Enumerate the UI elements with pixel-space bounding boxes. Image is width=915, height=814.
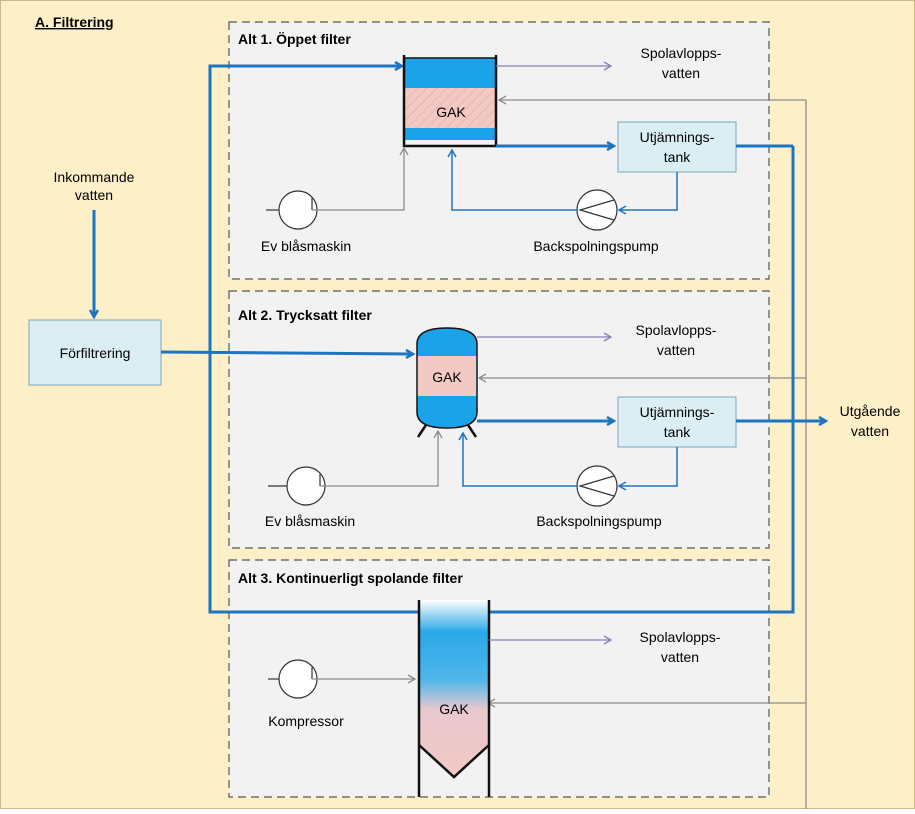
outlet-collector <box>480 146 795 614</box>
alt1-tank-line1: Utjämnings- <box>640 129 715 145</box>
prefilter-box <box>28 319 162 386</box>
inlet-label-line1: Inkommande <box>54 169 135 185</box>
alt2-tank-line2: tank <box>664 424 691 440</box>
alt2-backwash-line2: vatten <box>657 342 695 358</box>
feed-to-alt2 <box>160 352 412 354</box>
alt3-gak-label: GAK <box>439 701 469 717</box>
alt1-backwash-line1: Spolavlopps- <box>641 45 722 61</box>
alt2-backwash-pump-icon <box>576 465 618 507</box>
alt2-pump-to-filter <box>458 431 577 487</box>
alt2-title: Alt 2. Trycksatt filter <box>238 307 372 323</box>
alt1-pump-to-filter <box>447 148 577 211</box>
alt1-equalization-tank <box>617 121 737 173</box>
alt2-backwash-line1: Spolavlopps- <box>636 322 717 338</box>
alt1-blower-label: Ev blåsmaskin <box>261 238 351 254</box>
alt2-pressure-filter <box>416 327 478 438</box>
feed-to-alt1 <box>208 66 401 352</box>
alt1-title: Alt 1. Öppet filter <box>238 31 351 47</box>
panel-title: A. Filtrering <box>35 14 114 30</box>
alt1-gak-label: GAK <box>436 104 466 120</box>
alt2-blower-icon <box>286 466 326 506</box>
alt3-compressor-label: Kompressor <box>268 713 344 729</box>
alt1-air-line <box>312 146 409 211</box>
alt2-gak-label: GAK <box>432 369 462 385</box>
alt1-open-filter <box>402 55 498 148</box>
alt3-continuous-filter <box>417 600 491 797</box>
alt1-tank-line2: tank <box>664 149 691 165</box>
alt1-backwash-pump-icon <box>576 189 618 231</box>
alt2-tank-line1: Utjämnings- <box>640 404 715 420</box>
outlet-label-line1: Utgående <box>840 403 901 419</box>
alt3-backwash-line1: Spolavlopps- <box>640 629 721 645</box>
alt2-tank-to-pump <box>617 447 678 491</box>
alt1-pump-label: Backspolningspump <box>533 238 659 254</box>
inlet-label-line2: vatten <box>75 187 113 203</box>
alt1-backwash-line2: vatten <box>662 65 700 81</box>
alt2-pump-triangle <box>577 475 615 497</box>
alt2-blower-label: Ev blåsmaskin <box>265 513 355 529</box>
alt1-pump-triangle <box>577 199 615 221</box>
alt3-backwash-line2: vatten <box>661 649 699 665</box>
alt3-compressor-icon <box>278 659 318 699</box>
alt3-title: Alt 3. Kontinuerligt spolande filter <box>238 570 463 586</box>
alt1-blower-icon <box>278 190 318 230</box>
alt2-pump-label: Backspolningspump <box>536 513 662 529</box>
prefilter-label: Förfiltrering <box>60 345 131 361</box>
alt2-equalization-tank <box>617 396 737 448</box>
alt1-tank-to-pump <box>617 172 678 215</box>
outlet-label-line2: vatten <box>851 423 889 439</box>
alt2-air-line <box>320 429 443 487</box>
